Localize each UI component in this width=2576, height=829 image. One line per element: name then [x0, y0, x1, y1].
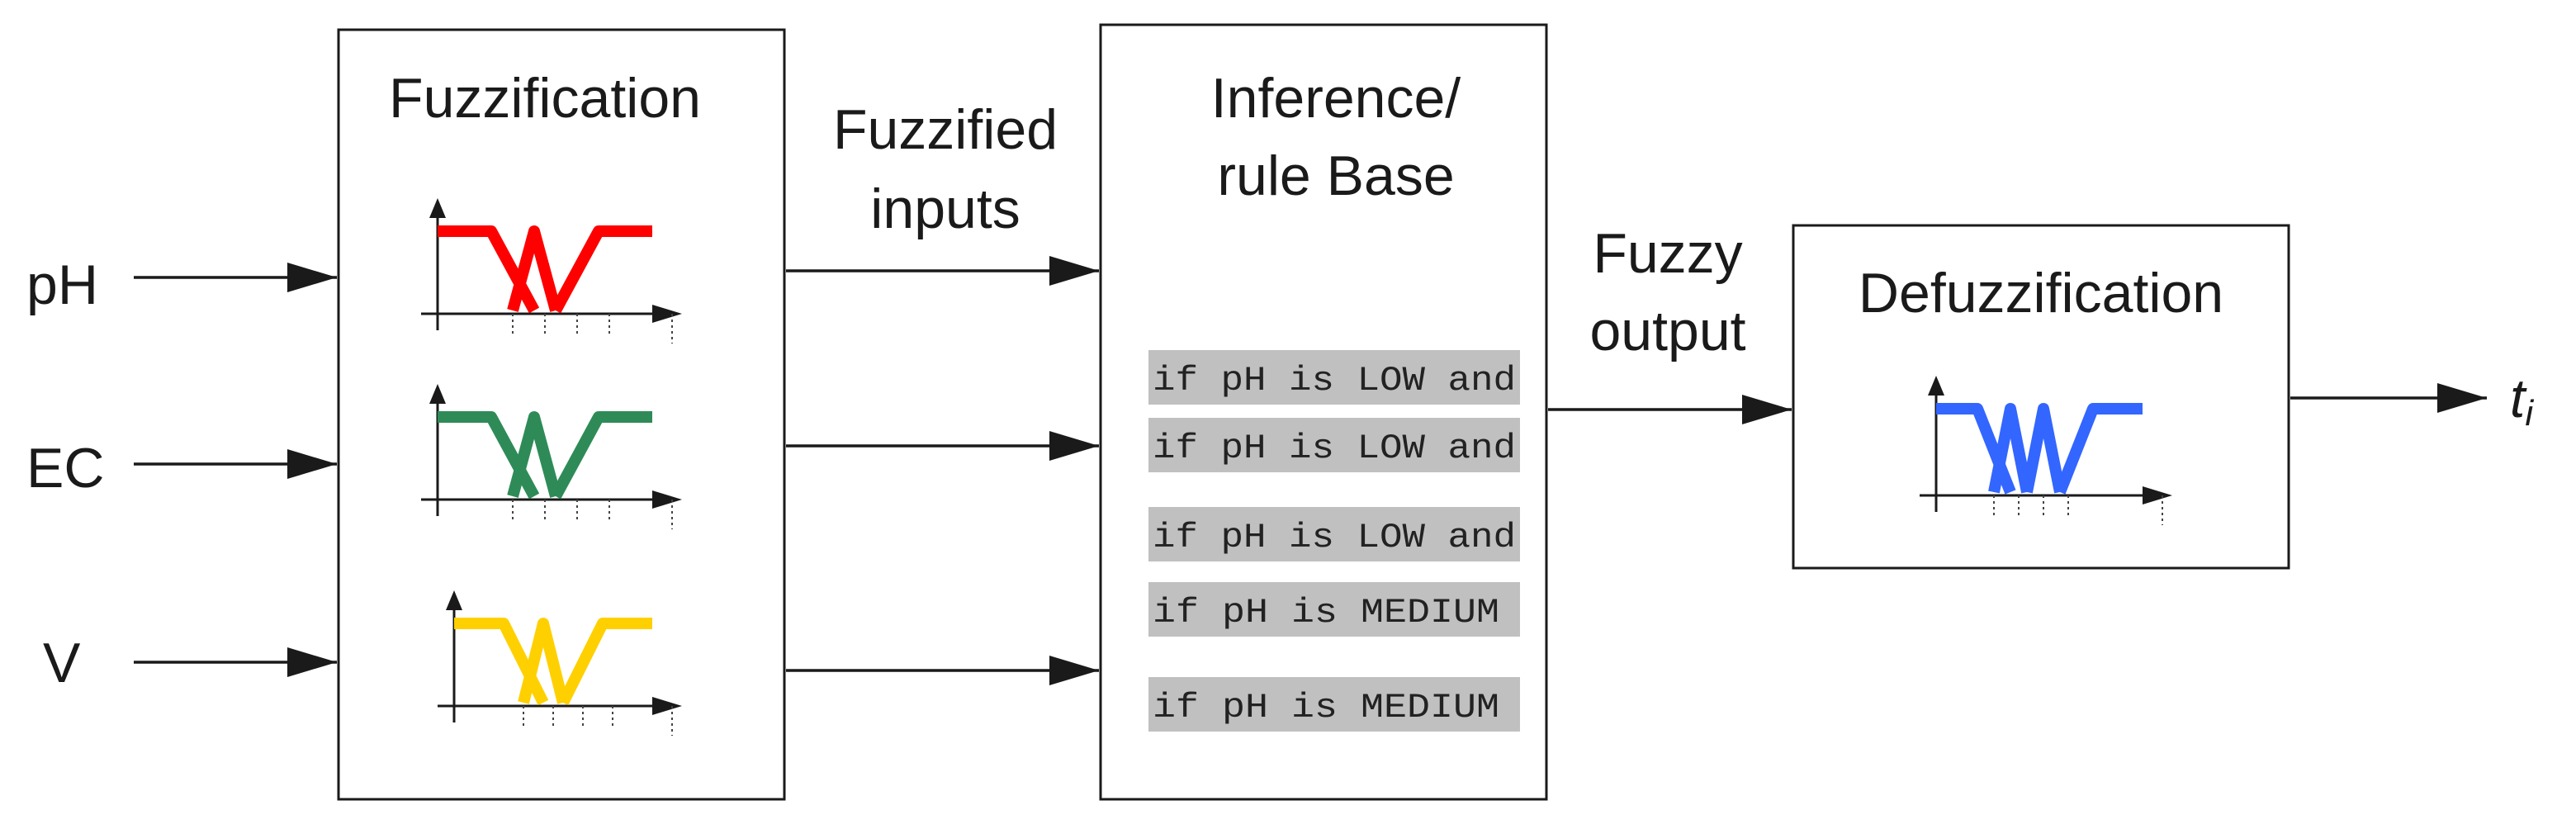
fuzzy-output-label-line2: output: [1589, 300, 1745, 362]
output-label-ti: ti: [2510, 367, 2534, 433]
ph-mf-mid-1: [507, 225, 561, 312]
v-x-axis-arrow: [652, 697, 682, 715]
inference-title-line1: Inference/: [1211, 67, 1461, 130]
fuzzy-output-label-line1: Fuzzy: [1593, 222, 1742, 285]
v-mf-mid-1: [518, 618, 569, 704]
output-y-axis-arrow: [1928, 376, 1944, 396]
rule-row-2: if pH is LOW and: [1148, 418, 1520, 472]
input-label-ec: EC: [26, 437, 104, 500]
v-y-axis-arrow: [446, 590, 462, 610]
rule-text-2: if pH is LOW and: [1153, 429, 1516, 468]
output-mf-high: [2054, 403, 2143, 495]
ph-mf-high: [550, 225, 652, 314]
fuzzified-label-line1: Fuzzified: [833, 98, 1058, 161]
defuzzification-box: [1792, 224, 2290, 570]
rule-text-3: if pH is LOW and: [1153, 518, 1516, 557]
inference-title-line2: rule Base: [1217, 144, 1454, 207]
output-membership-plot: [1920, 376, 2172, 525]
rule-row-5: if pH is MEDIUM: [1148, 677, 1520, 732]
ec-x-axis-arrow: [652, 490, 682, 509]
input-label-ph: pH: [26, 253, 98, 316]
fuzzification-title: Fuzzification: [389, 67, 701, 130]
ph-membership-plot: [421, 198, 682, 343]
ec-y-axis-arrow: [429, 384, 446, 404]
rule-row-4: if pH is MEDIUM: [1148, 582, 1520, 637]
output-mf-mid-2: [2021, 403, 2066, 494]
ph-y-axis-arrow: [429, 198, 446, 218]
v-mf-high: [557, 618, 652, 706]
rule-row-3: if pH is LOW and: [1148, 507, 1520, 561]
rule-text-1: if pH is LOW and: [1153, 361, 1516, 400]
defuzzification-title: Defuzzification: [1859, 262, 2223, 324]
output-x-axis-arrow: [2143, 486, 2172, 505]
rule-text-4: if pH is MEDIUM: [1153, 593, 1499, 632]
ec-membership-plot: [421, 384, 682, 529]
output-mf-mid-1: [1988, 403, 2033, 494]
v-membership-plot: [438, 590, 682, 736]
rule-list: if pH is LOW and if pH is LOW and if pH …: [1148, 350, 1520, 732]
fuzzified-label-line2: inputs: [870, 178, 1020, 240]
fuzzification-box: [337, 28, 786, 801]
input-label-v: V: [43, 632, 81, 694]
inference-box: [1099, 23, 1548, 801]
ph-x-axis-arrow: [652, 305, 682, 323]
ec-mf-high: [550, 411, 652, 500]
rule-row-1: if pH is LOW and: [1148, 350, 1520, 405]
rule-text-5: if pH is MEDIUM: [1153, 688, 1499, 727]
ec-mf-mid-1: [507, 411, 561, 498]
